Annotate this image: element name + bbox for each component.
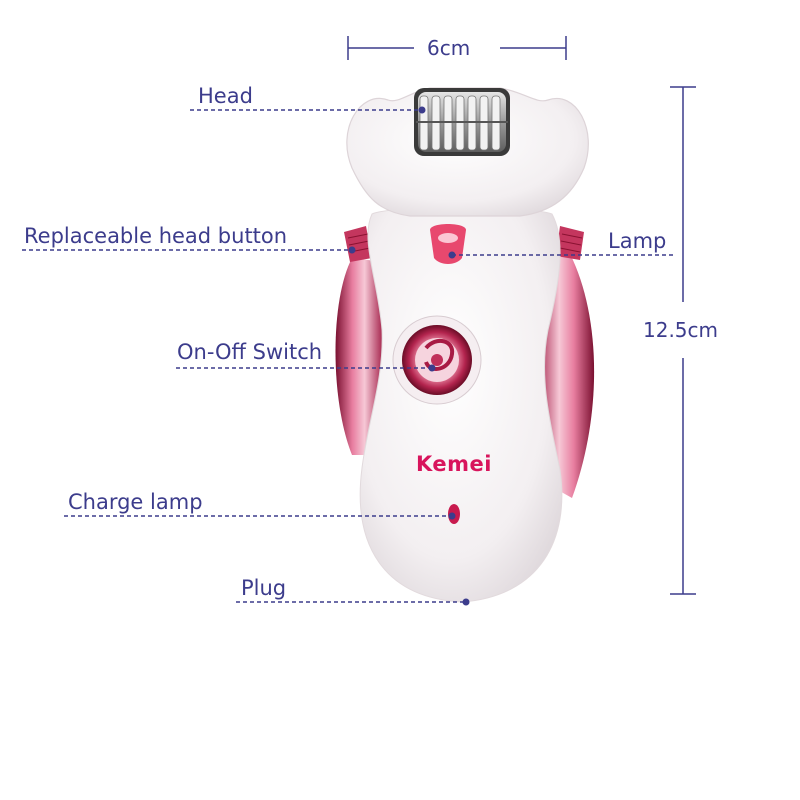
device-body (359, 206, 563, 603)
width-dimension (347, 36, 567, 60)
width-label: 6cm (427, 36, 471, 60)
epilator-head (414, 88, 510, 156)
leader-dots (348, 106, 470, 606)
on-off-switch (392, 315, 482, 405)
label-head: Head (198, 84, 253, 108)
leader-lines (22, 109, 676, 603)
lamp-light (430, 224, 466, 264)
height-label: 12.5cm (643, 318, 719, 342)
label-on-off-switch: On-Off Switch (177, 340, 323, 364)
label-replaceable-head-button: Replaceable head button (24, 224, 288, 248)
label-charge-lamp: Charge lamp (68, 490, 203, 514)
label-lamp: Lamp (608, 229, 667, 253)
height-dimension (670, 86, 696, 595)
brand-logo: Kemei (416, 452, 492, 476)
label-plug: Plug (241, 576, 287, 600)
